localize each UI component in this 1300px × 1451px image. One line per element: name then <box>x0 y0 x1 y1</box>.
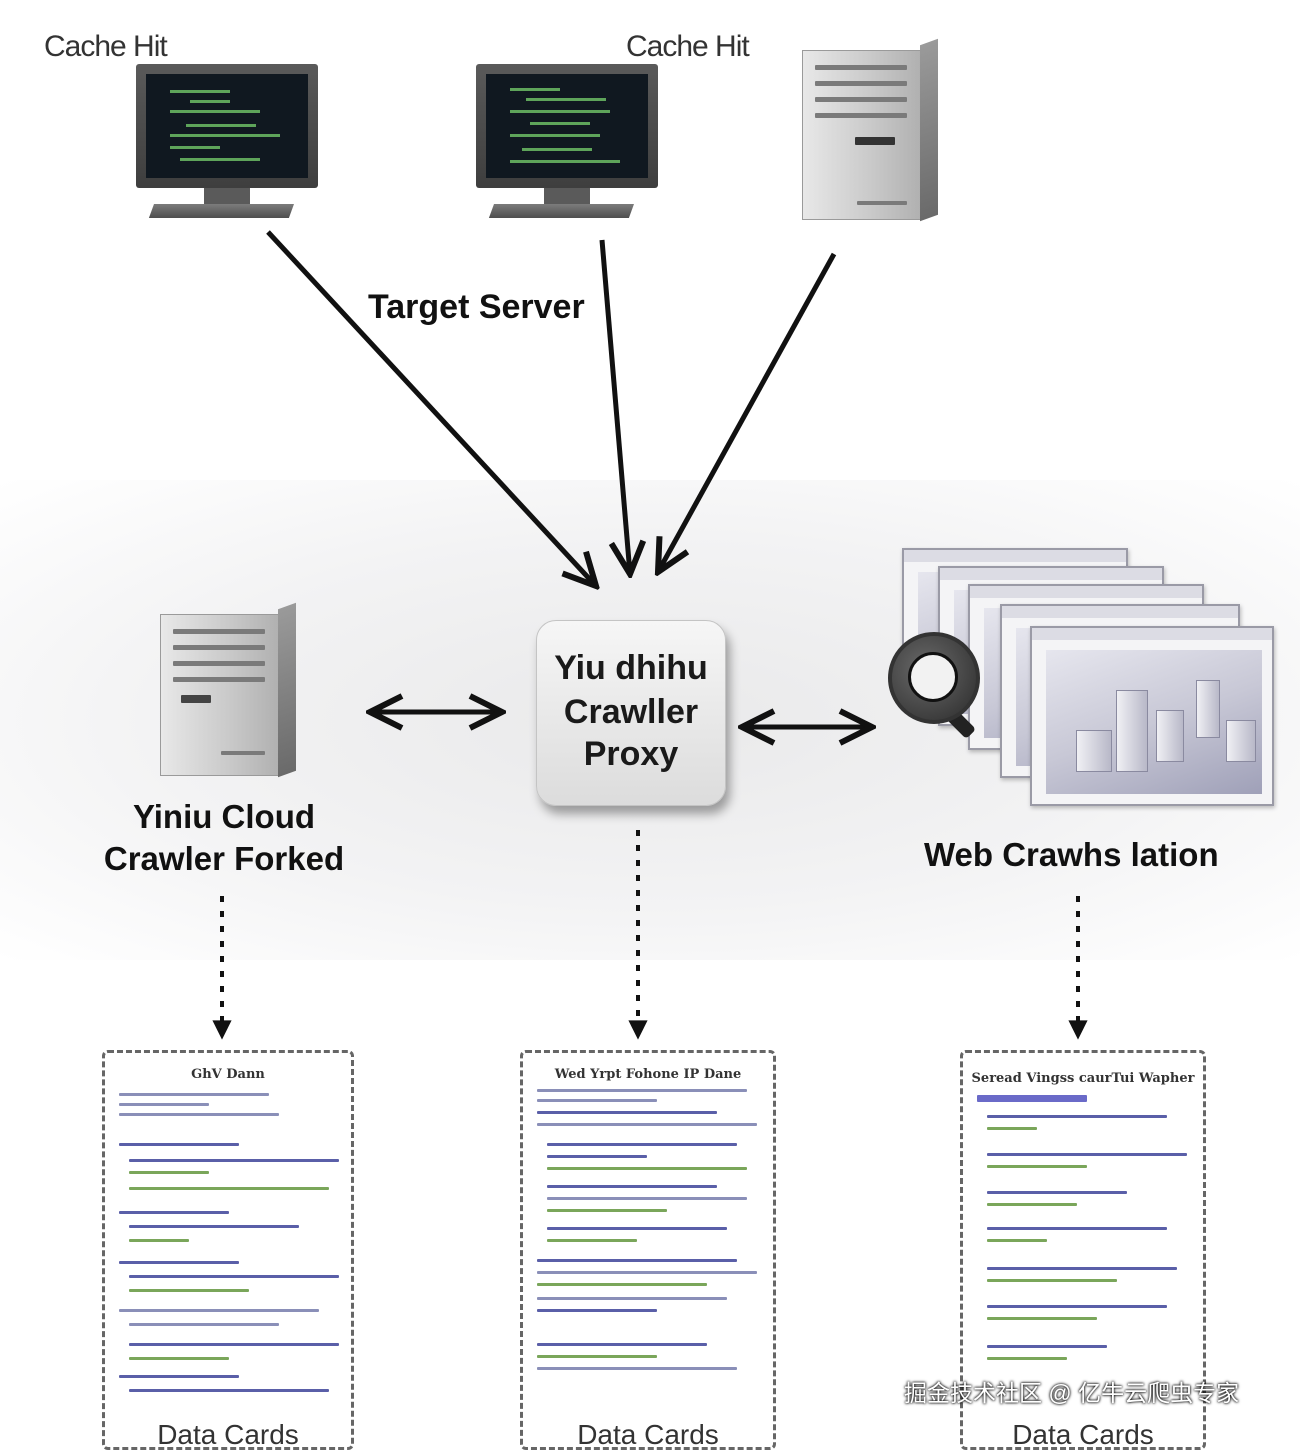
cache-hit-label-1: Cache Hit <box>44 30 168 63</box>
data-card-footer: Data Cards <box>577 1419 719 1450</box>
data-card-middle: Wed Yrpt Fohone IP Dane Data Cards <box>520 1050 776 1450</box>
data-card-heading: Seread Vingss caurTui Wapher <box>971 1071 1195 1086</box>
proxy-line-2: Crawller <box>563 693 699 731</box>
proxy-line-3: Proxy <box>583 735 679 773</box>
data-card-left: GhV Dann Data Cards <box>102 1050 354 1450</box>
data-card-heading: GhV Dann <box>191 1067 265 1082</box>
data-card-right: Seread Vingss caurTui Wapher Data Cards <box>960 1050 1206 1450</box>
left-node-label-line-2: Crawler Forked <box>103 840 345 877</box>
arrow-middle-monitor-to-proxy <box>599 239 630 574</box>
data-card-heading: Wed Yrpt Fohone IP Dane <box>554 1067 742 1082</box>
data-card-footer: Data Cards <box>1012 1419 1154 1450</box>
arrow-server-to-proxy <box>658 252 837 572</box>
cache-hit-label-2: Cache Hit <box>626 30 750 63</box>
arrow-left-monitor-to-proxy <box>266 230 596 586</box>
crawler-proxy-box: Yiu dhihu Crawller Proxy <box>536 620 726 806</box>
proxy-line-1: Yiu dhihu <box>554 649 708 687</box>
left-node-label-line-1: Yiniu Cloud <box>132 798 316 835</box>
left-node-label: Yiniu Cloud Crawler Forked <box>86 796 362 880</box>
target-server-label: Target Server <box>368 288 585 326</box>
right-node-label: Web Crawhs lation <box>924 836 1219 873</box>
magnifier-icon <box>888 632 980 724</box>
data-card-footer: Data Cards <box>157 1419 299 1450</box>
watermark-text: 掘金技术社区 @ 亿牛云爬虫专家 <box>904 1380 1240 1406</box>
